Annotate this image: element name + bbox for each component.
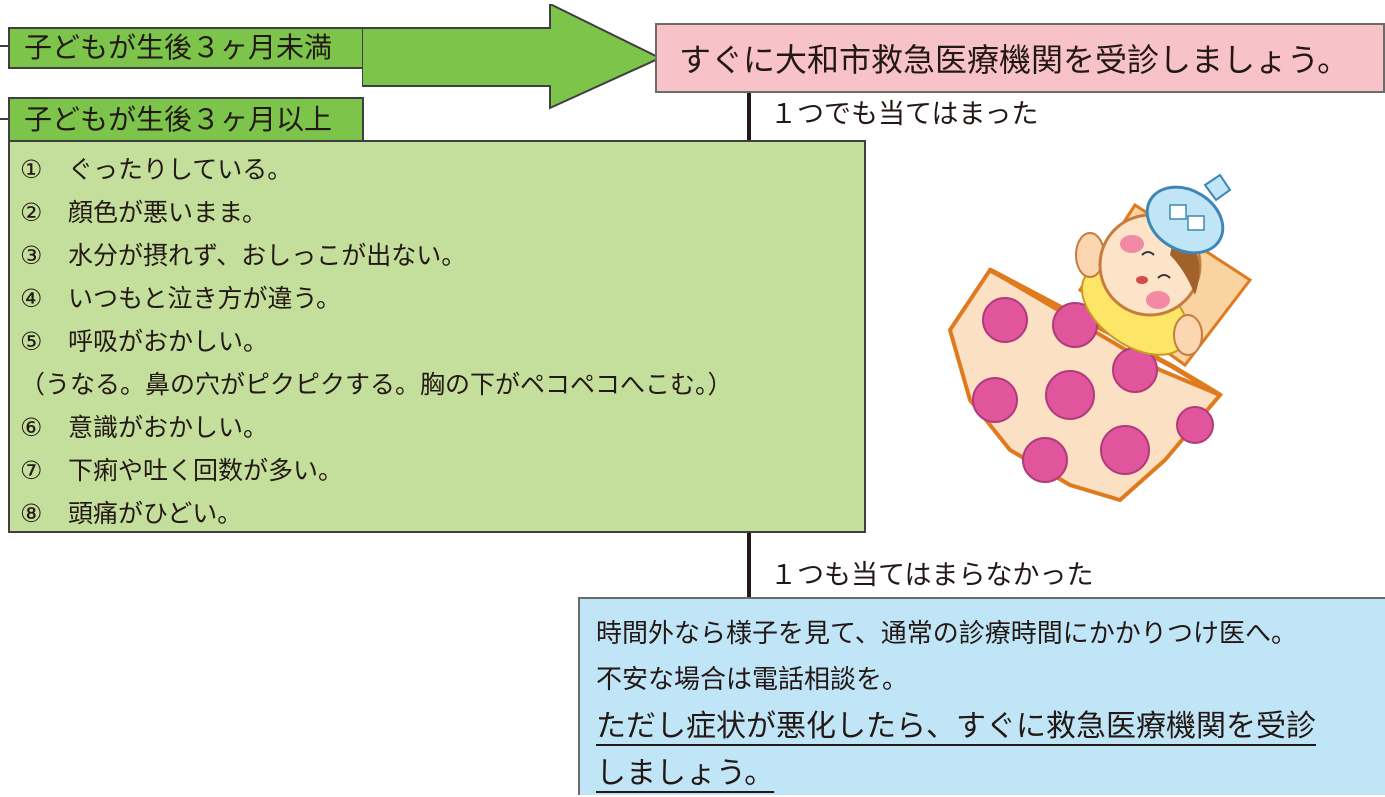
vertical-line-top: [747, 93, 751, 140]
emergency-destination-box: すぐに大和市救急医療機関を受診しましょう。: [655, 23, 1385, 93]
advice-line-3: ただし症状が悪化したら、すぐに救急医療機関を受診: [596, 709, 1316, 744]
checklist-item: ② 顔色が悪いまま。: [20, 191, 864, 234]
vertical-line-bottom: [747, 533, 751, 597]
checklist-item-text: いつもと泣き方が違う。: [68, 284, 342, 313]
checklist-item: ① ぐったりしている。: [20, 148, 864, 191]
checklist-item-number: ①: [20, 155, 43, 184]
checklist-item-number: ⑥: [20, 413, 43, 442]
checklist-item-number: ②: [20, 198, 43, 227]
checklist-item-text: 意識がおかしい。: [68, 413, 269, 442]
symptom-checklist: ① ぐったりしている。 ② 顔色が悪いまま。 ③ 水分が摂れず、おしっこが出ない。 ④ いつも…: [8, 140, 866, 533]
checklist-item-number: ⑦: [20, 456, 43, 485]
checklist-item-number: ⑤: [20, 327, 43, 356]
advice-line-2: 不安な場合は電話相談を。: [596, 665, 909, 695]
advice-line-1: 時間外なら様子を見て、通常の診療時間にかかりつけ医へ。: [596, 619, 1297, 649]
checklist-item-text: ぐったりしている。: [68, 155, 293, 184]
under-3-months-label: 子どもが生後３ヶ月未満: [8, 27, 364, 69]
branch-yes-label: １つでも当てはまった: [770, 99, 1039, 130]
checklist-item: （うなる。鼻の穴がピクピクする。胸の下がペコペコへこむ。）: [20, 363, 864, 406]
checklist-item-text: 頭痛がひどい。: [68, 499, 243, 528]
sick-baby-illustration: [947, 173, 1253, 503]
checklist-item-text: 下痢や吐く回数が多い。: [68, 456, 344, 485]
checklist-item-number: ⑧: [20, 499, 43, 528]
checklist-item: ④ いつもと泣き方が違う。: [20, 277, 864, 320]
over-3-months-text: 子どもが生後３ヶ月以上: [24, 103, 333, 136]
under-3-months-text: 子どもが生後３ヶ月未満: [24, 31, 333, 64]
checklist-item-text: 呼吸がおかしい。: [68, 327, 269, 356]
over-3-months-label: 子どもが生後３ヶ月以上: [8, 97, 364, 141]
connector-line-second: [0, 118, 10, 120]
checklist-item-text: 顔色が悪いまま。: [68, 198, 268, 227]
checklist-item: ⑥ 意識がおかしい。: [20, 406, 864, 449]
connector-line-top: [0, 45, 10, 47]
advice-line-4: しましょう。: [596, 756, 775, 791]
checklist-item: ③ 水分が摂れず、おしっこが出ない。: [20, 234, 864, 277]
checklist-item: ⑦ 下痢や吐く回数が多い。: [20, 449, 864, 492]
emergency-text: すぐに大和市救急医療機関を受診しましょう。: [679, 41, 1350, 79]
arrow-right-icon: [362, 4, 662, 110]
checklist-item: ⑧ 頭痛がひどい。: [20, 492, 864, 535]
branch-no-label: １つも当てはまらなかった: [770, 560, 1094, 591]
checklist-item-number: ④: [20, 284, 43, 313]
checklist-item-number: ③: [20, 241, 43, 270]
home-care-advice-box: 時間外なら様子を見て、通常の診療時間にかかりつけ医へ。 不安な場合は電話相談を。…: [578, 597, 1385, 795]
checklist-item: ⑤ 呼吸がおかしい。: [20, 320, 864, 363]
checklist-item-text: 水分が摂れず、おしっこが出ない。: [68, 241, 467, 270]
checklist-item-text: （うなる。鼻の穴がピクピクする。胸の下がペコペコへこむ。）: [20, 370, 733, 399]
